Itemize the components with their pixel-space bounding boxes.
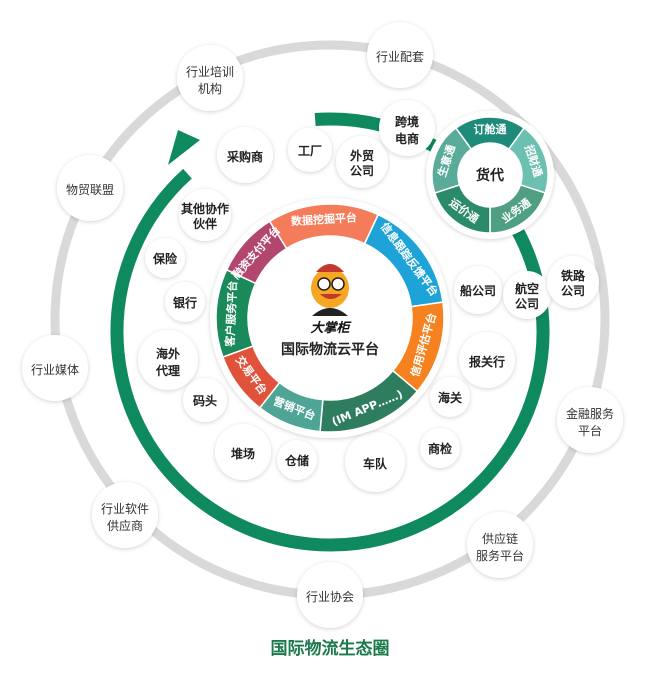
- participant-node-label: 码头: [193, 393, 217, 408]
- center-platform-label: 国际物流云平台: [281, 341, 379, 358]
- participant-node-label: 工厂: [298, 144, 322, 158]
- participant-node-label: 公司: [350, 164, 374, 178]
- outer-node-label: 金融服务: [566, 406, 614, 421]
- outer-node-label: 机构: [198, 81, 222, 96]
- outer-node[interactable]: 行业配套: [367, 22, 433, 88]
- participant-node-label: 铁路: [561, 268, 586, 283]
- participant-node-label: 商检: [428, 441, 452, 456]
- outer-node-label: 行业软件: [101, 502, 149, 516]
- freight-label: 货代: [475, 167, 504, 184]
- outer-node[interactable]: 行业协会: [297, 562, 363, 628]
- participant-node-label: 堆场: [231, 446, 255, 461]
- participant-node[interactable]: 船公司: [454, 266, 502, 314]
- participant-node-label: 海关: [438, 390, 462, 405]
- outer-node-label: 行业培训: [186, 64, 234, 79]
- participant-node-label: 海外: [156, 346, 180, 361]
- connector-line: [418, 212, 447, 233]
- outer-node-label: 服务平台: [476, 548, 524, 563]
- participant-node-label: 电商: [395, 131, 419, 146]
- participant-node[interactable]: 商检: [420, 428, 460, 468]
- participant-node-label: 报关行: [469, 354, 505, 369]
- participant-node-label: 代理: [155, 363, 180, 378]
- diagram-title: 国际物流生态圈: [271, 638, 390, 659]
- participant-node[interactable]: 报关行: [459, 332, 515, 388]
- outer-node-label: 行业配套: [376, 50, 424, 64]
- outer-node-label: 行业媒体: [31, 363, 79, 377]
- outer-node[interactable]: 行业媒体: [22, 335, 88, 401]
- participant-node[interactable]: 工厂: [288, 128, 332, 172]
- outer-node-label: 供应商: [107, 518, 143, 533]
- participant-node-label: 航空: [515, 281, 539, 296]
- participant-node-label: 仓储: [284, 453, 309, 468]
- platform-segment-label: 客户服务平台: [223, 280, 240, 348]
- platform-segment-label: 数据挖掘平台: [291, 210, 358, 228]
- participant-node-label: 采购商: [226, 149, 263, 164]
- participant-node-label: 跨境: [395, 114, 419, 129]
- participant-node-label: 伙伴: [193, 216, 217, 231]
- participant-node[interactable]: 仓储: [277, 440, 317, 480]
- outer-node[interactable]: 物贸联盟: [57, 155, 123, 221]
- outer-node-label: 物贸联盟: [66, 183, 114, 197]
- participant-node-label: 其他协作: [181, 201, 229, 216]
- participant-node[interactable]: 车队: [345, 432, 405, 492]
- participant-node[interactable]: 保险: [145, 238, 185, 278]
- participant-node-label: 外贸: [350, 148, 374, 163]
- participant-node[interactable]: 堆场: [215, 424, 271, 480]
- participant-node[interactable]: 银行: [165, 282, 205, 322]
- participant-node-label: 车队: [363, 456, 388, 471]
- outer-node-label: 平台: [578, 423, 602, 438]
- freight-segment-label: 订舱通: [474, 122, 507, 136]
- participant-node-label: 保险: [152, 251, 178, 266]
- participant-node-label: 公司: [561, 284, 585, 298]
- outer-node-label: 行业协会: [306, 589, 354, 604]
- participant-node-label: 船公司: [460, 283, 496, 298]
- participant-node[interactable]: 采购商: [217, 127, 273, 183]
- participant-node[interactable]: 码头: [183, 378, 227, 422]
- participant-node[interactable]: 海关: [430, 377, 470, 417]
- participant-node-label: 银行: [173, 295, 197, 310]
- arrow-head-icon: [168, 130, 200, 165]
- mascot-logo: [311, 264, 349, 316]
- brand-logo-text: 大掌柜: [310, 320, 352, 336]
- participant-node-label: 公司: [515, 297, 539, 311]
- outer-node-label: 供应链: [482, 531, 518, 546]
